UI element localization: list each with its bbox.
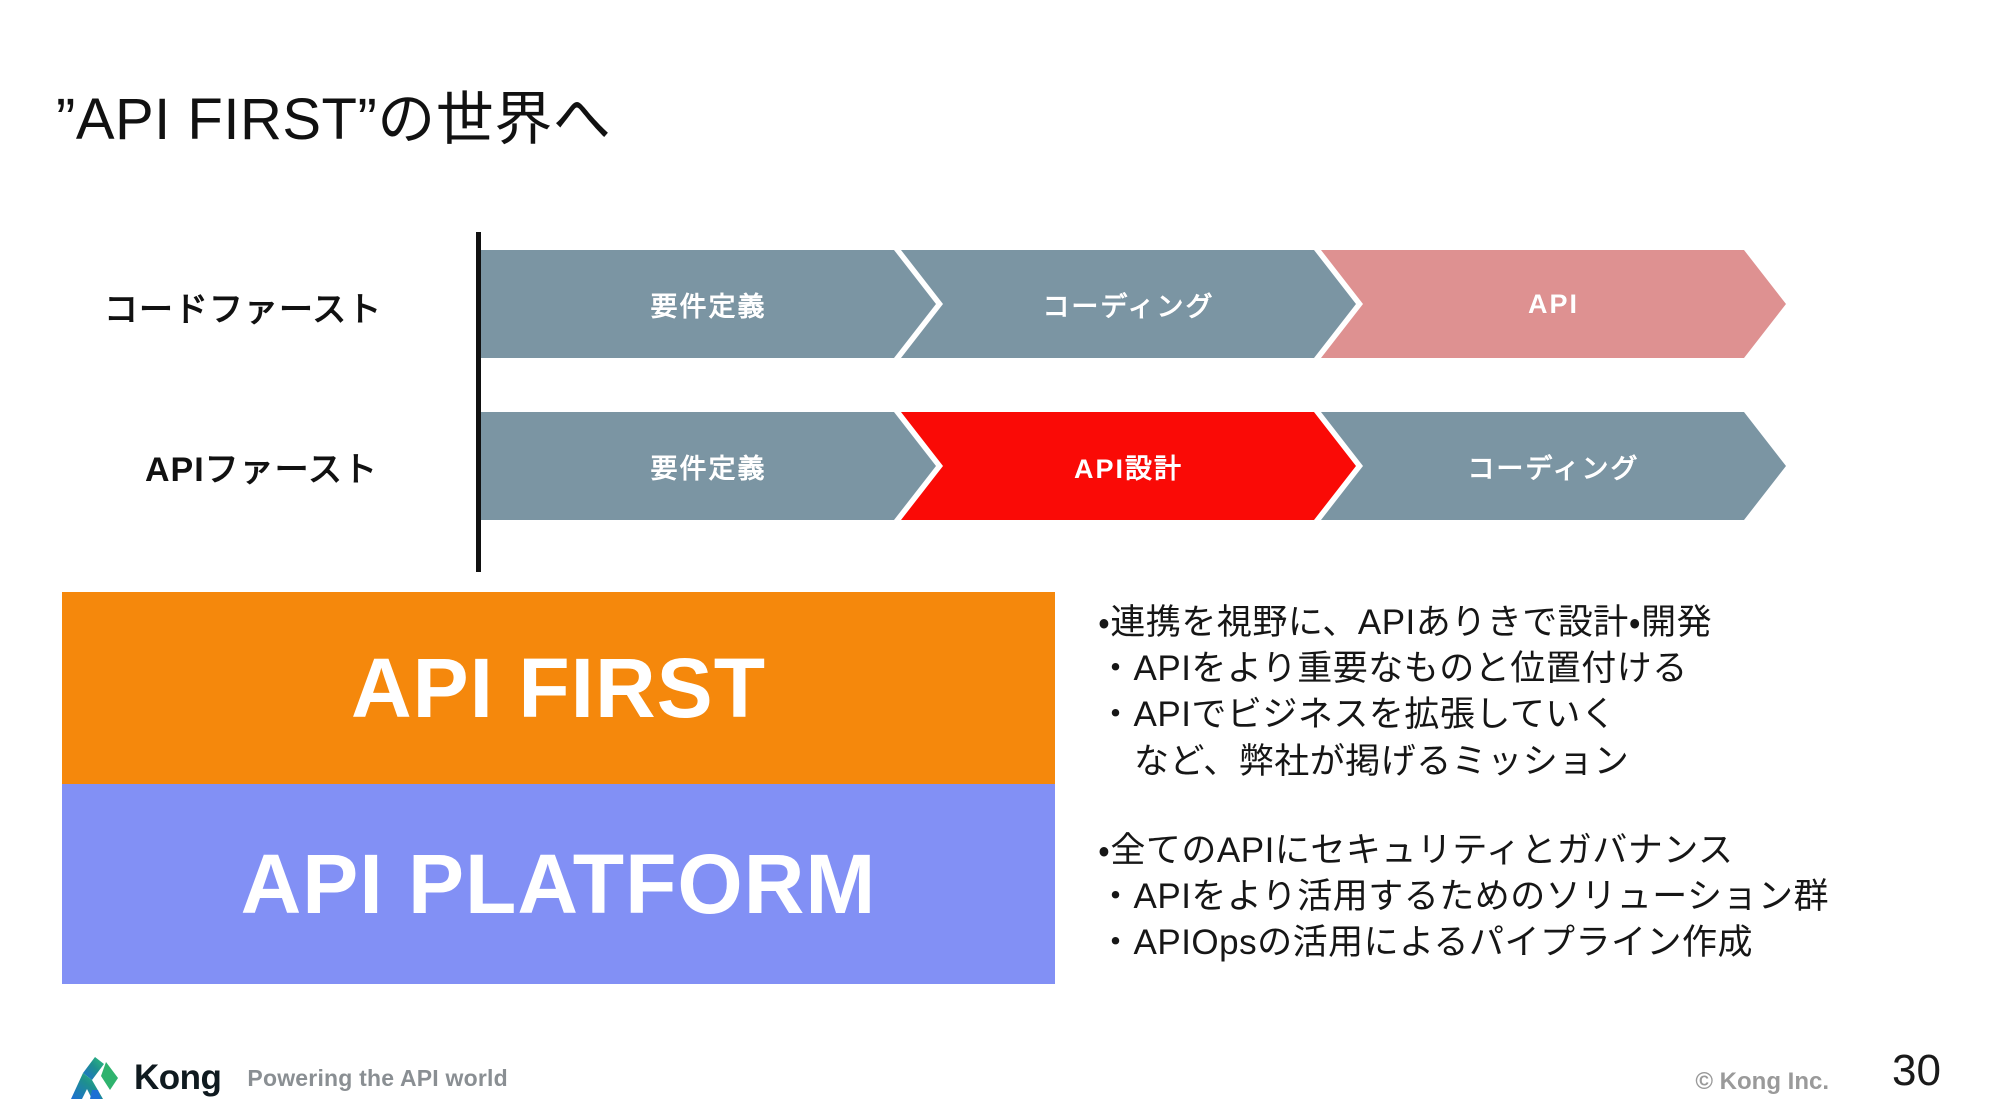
callout-box-api-platform: API PLATFORM [62,784,1055,984]
timeline-axis-line [476,232,481,572]
process-step-requirements-code: 要件定義 [481,250,936,358]
callout-title: API FIRST [350,641,766,735]
footer-brand-logo: Kong Powering the API world [70,1056,508,1100]
row-label-code-first: コードファースト [104,291,383,329]
row-label-api-first: APIファースト [145,451,378,489]
bullet-list-api-first: ・連携を視野に、APIありきで設計・開発 ・APIをより重要なものと位置付ける … [1098,600,1948,785]
process-step-requirements-api: 要件定義 [481,412,936,520]
kong-logo-icon [71,1057,118,1099]
process-step-api-design: API設計 [901,412,1356,520]
kong-tagline: Powering the API world [247,1064,508,1091]
page-title: ”API FIRST”の世界へ [56,87,612,152]
callout-box-api-first: API FIRST [62,592,1055,784]
kong-wordmark: Kong [134,1058,222,1097]
callout-title: API PLATFORM [240,837,877,931]
bullet-item-continuation: など、弊社が掲げるミッション [1134,741,1630,781]
page-number: 30 [1892,1046,1941,1095]
process-step-coding-code: コーディング [901,250,1356,358]
process-step-label: 要件定義 [650,453,767,484]
process-step-api-code: API [1321,250,1786,358]
bullet-item: ・全てのAPIにセキュリティとガバナンス [1098,831,1734,870]
bullet-list-api-platform: ・全てのAPIにセキュリティとガバナンス ・APIをより活用するためのソリューシ… [1098,828,1948,967]
process-step-label: コーディング [1042,291,1215,322]
copyright-text: © Kong Inc. [1695,1068,1829,1095]
process-step-label: API [1527,288,1579,319]
process-step-label: コーディング [1467,453,1640,484]
process-step-label: API設計 [1073,453,1183,484]
bullet-item: ・APIをより活用するためのソリューション群 [1098,877,1830,917]
bullet-item: ・APIOpsの活用によるパイプライン作成 [1098,923,1754,963]
process-step-label: 要件定義 [650,291,767,322]
bullet-item: ・APIをより重要なものと位置付ける [1098,649,1688,689]
process-step-coding-api: コーディング [1321,412,1786,520]
bullet-item: ・連携を視野に、APIありきで設計・開発 [1098,603,1713,642]
process-row-api-first: 要件定義 API設計 コーディング [481,412,1716,520]
bullet-item: ・APIでビジネスを拡張していく [1098,695,1617,735]
process-row-code-first: 要件定義 コーディング API [481,250,1716,358]
